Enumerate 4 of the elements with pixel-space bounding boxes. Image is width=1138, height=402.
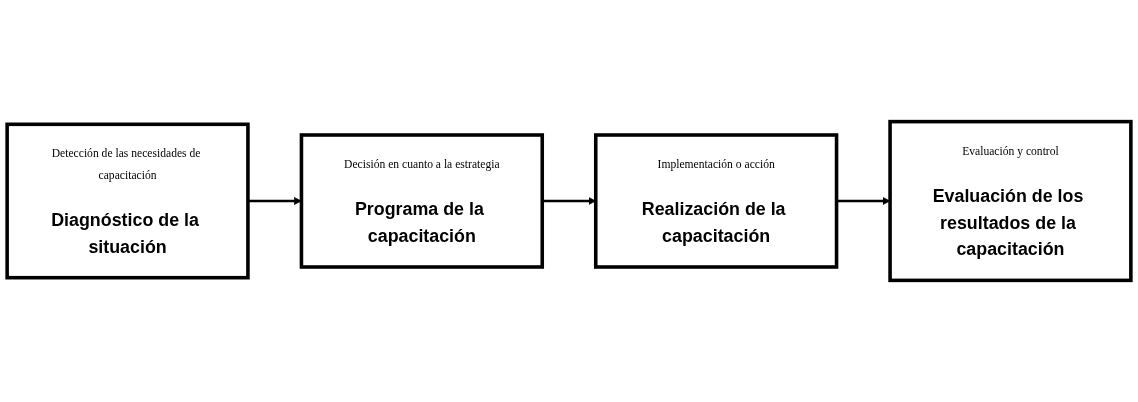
node-box: Evaluación y control Evaluación de los resultados de la capacitación: [888, 119, 1133, 283]
node-box: Implementación o acción Realización de la capacitación: [593, 133, 839, 269]
node-box: Detección de las necesidades de capacitación Diagnóstico de la situación: [5, 122, 250, 280]
node-box: Decisión en cuanto a la estrategia Programa de la capacitación: [299, 133, 545, 269]
